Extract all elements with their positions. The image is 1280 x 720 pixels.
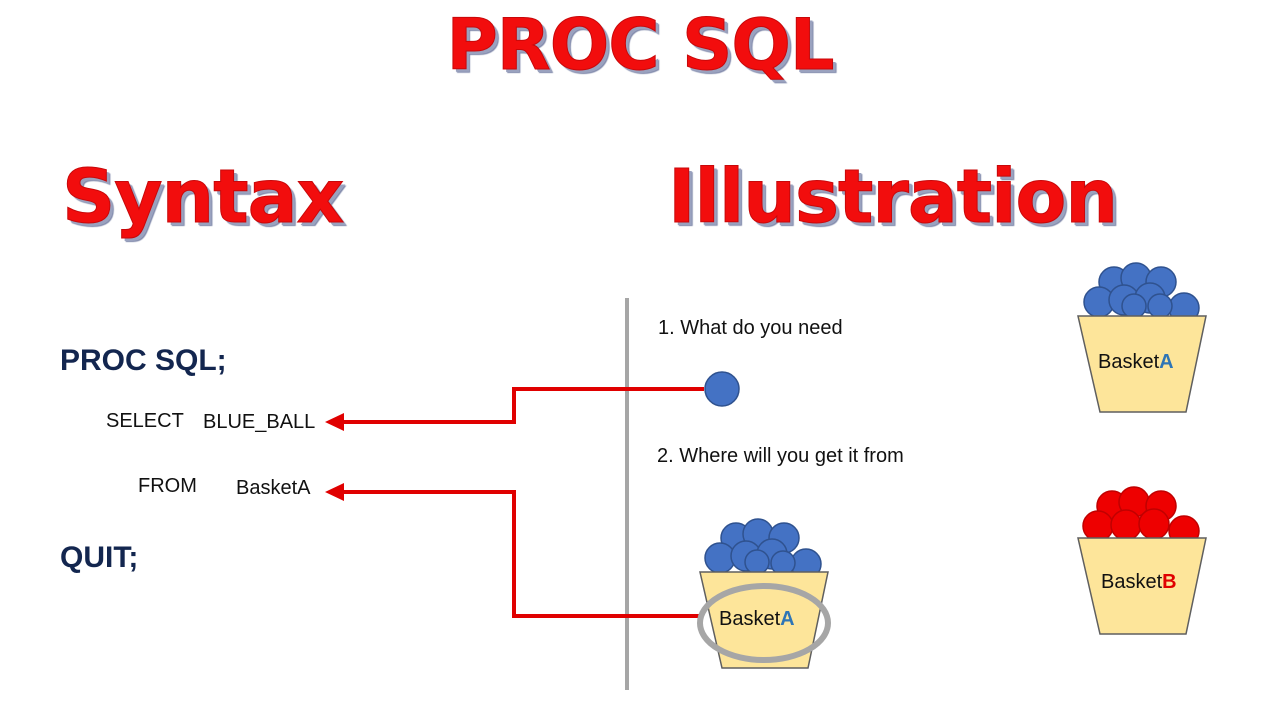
basket-b-label: BasketB <box>1101 571 1177 593</box>
connector-select-line <box>340 387 704 424</box>
basket-icon <box>1077 315 1207 413</box>
from-value: BasketA <box>236 477 311 499</box>
selected-basket-label: BasketA <box>719 608 795 630</box>
blue-ball-icon <box>704 371 740 407</box>
select-value: BLUE_BALL <box>203 411 316 433</box>
basket-a-label: BasketA <box>1098 351 1174 373</box>
left-arrowhead-icon <box>325 483 344 501</box>
selected-basket-a: BasketA <box>697 518 831 669</box>
step-where-from: 2. Where will you get it from <box>657 445 904 467</box>
left-arrowhead-icon <box>325 413 344 431</box>
highlight-ellipse <box>697 583 831 663</box>
blue-balls-pile-icon <box>1083 262 1200 324</box>
basket-icon <box>1077 537 1207 635</box>
basket-icon <box>699 571 829 669</box>
select-keyword: SELECT <box>106 410 184 432</box>
quit-statement: QUIT; <box>60 541 139 574</box>
page-title: PROC SQL <box>446 4 835 86</box>
step-what-do-you-need: 1. What do you need <box>658 317 843 339</box>
proc-sql-statement: PROC SQL; <box>60 344 227 377</box>
red-balls-pile-icon <box>1082 486 1200 547</box>
blue-balls-pile-icon <box>704 518 822 580</box>
syntax-heading: Syntax <box>61 154 344 240</box>
connector-from-line <box>340 490 700 618</box>
connector-select <box>325 387 704 431</box>
illustration-heading: Illustration <box>667 154 1118 240</box>
from-keyword: FROM <box>138 475 197 497</box>
basket-a: BasketA <box>1077 262 1207 413</box>
connector-from <box>325 483 700 618</box>
basket-b: BasketB <box>1077 486 1207 635</box>
